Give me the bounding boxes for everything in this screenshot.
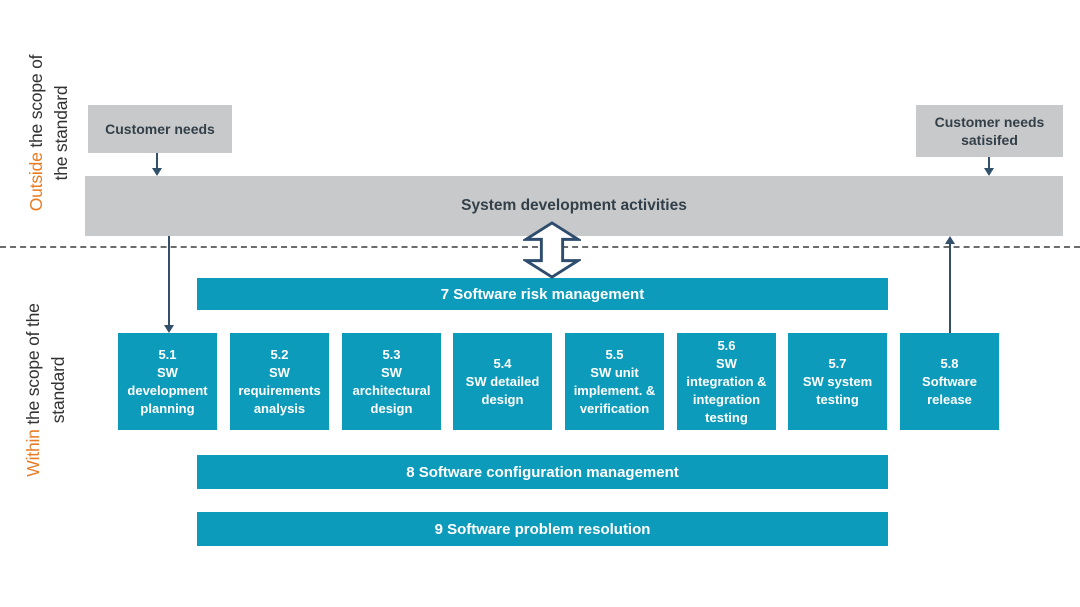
arrow-line-customer-needs-to-system xyxy=(156,153,158,169)
arrow-line-satisfied-to-system xyxy=(988,157,990,169)
software-problem-resolution-bar: 9 Software problem resolution xyxy=(197,512,888,546)
arrow-down-icon xyxy=(164,325,174,333)
outside-scope-highlight: Outside xyxy=(26,152,46,212)
bidirectional-arrow-icon xyxy=(523,221,581,279)
process-box-5-8: 5.8 Software release xyxy=(900,333,999,430)
software-risk-management-label: 7 Software risk management xyxy=(440,285,645,303)
process-box-5-5: 5.5 SW unit implement. & verification xyxy=(565,333,664,430)
software-risk-management-bar: 7 Software risk management xyxy=(197,278,888,310)
software-problem-resolution-label: 9 Software problem resolution xyxy=(434,520,651,538)
software-configuration-management-bar: 8 Software configuration management xyxy=(197,455,888,489)
customer-needs-satisfied-box: Customer needs satisifed xyxy=(916,105,1063,157)
within-scope-highlight: Within xyxy=(23,429,43,477)
customer-needs-box: Customer needs xyxy=(88,105,232,153)
process-box-5-6: 5.6 SW integration & integration testing xyxy=(677,333,776,430)
arrow-down-icon xyxy=(152,168,162,176)
process-box-5-7: 5.7 SW system testing xyxy=(788,333,887,430)
process-box-5-1: 5.1 SW development planning xyxy=(118,333,217,430)
arrow-line-system-to-planning xyxy=(168,236,170,326)
process-box-5-4: 5.4 SW detailed design xyxy=(453,333,552,430)
outside-scope-line2: the standard xyxy=(51,85,71,181)
system-development-activities-bar: System development activities xyxy=(85,176,1063,236)
software-configuration-management-label: 8 Software configuration management xyxy=(406,463,679,481)
process-box-5-2: 5.2 SW requirements analysis xyxy=(230,333,329,430)
arrow-line-release-to-system xyxy=(949,244,951,333)
software-process-row: 5.1 SW development planning 5.2 SW requi… xyxy=(0,333,1080,430)
outside-scope-line1: Outside the scope of xyxy=(24,27,49,239)
arrow-down-icon xyxy=(984,168,994,176)
arrow-up-icon xyxy=(945,236,955,244)
outside-scope-rest: the scope of xyxy=(26,54,46,153)
outside-scope-label: Outside the scope of the standard xyxy=(24,27,76,239)
system-development-activities-label: System development activities xyxy=(461,197,687,214)
process-box-5-3: 5.3 SW architectural design xyxy=(342,333,441,430)
